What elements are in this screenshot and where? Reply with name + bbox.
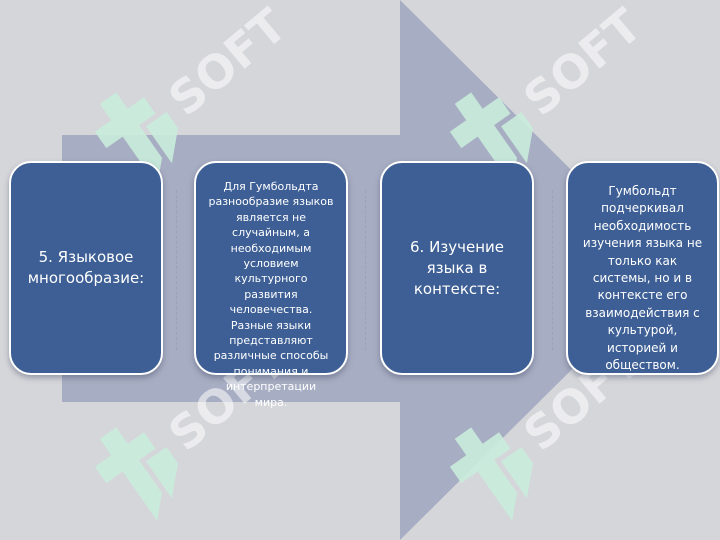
step-box-1: 5. Языковое многообразие: (9, 161, 163, 375)
step-box-2: Для Гумбольдта разнообразие языков являе… (194, 161, 348, 409)
step-label: 6. Изучение языка в контексте: (409, 237, 505, 298)
step-label: Гумбольдт подчеркивал необходимость изуч… (582, 184, 703, 373)
separator (365, 190, 366, 350)
separator (176, 190, 177, 350)
step-box-3: 6. Изучение языка в контексте: (380, 161, 534, 375)
step-label: Для Гумбольдта разнообразие языков являе… (208, 180, 334, 409)
separator (552, 190, 553, 350)
step-label: 5. Языковое многообразие: (27, 248, 145, 287)
step-box-4: Гумбольдт подчеркивал необходимость изуч… (566, 161, 719, 375)
